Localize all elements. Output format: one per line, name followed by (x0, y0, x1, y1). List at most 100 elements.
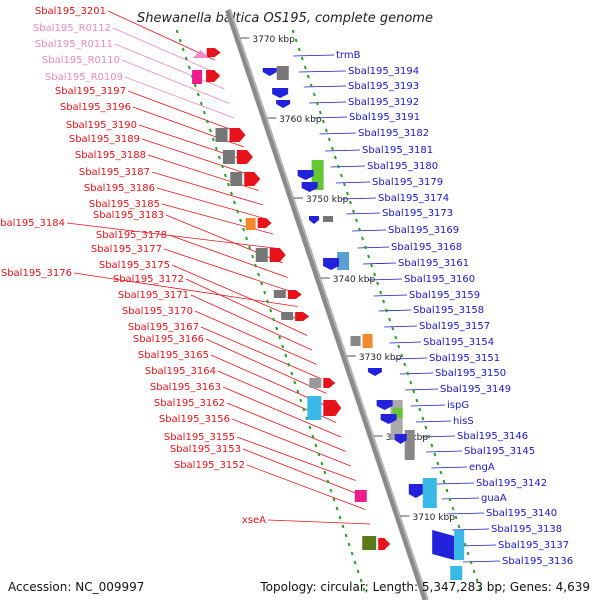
track-dot (202, 110, 206, 115)
gene-feature (323, 258, 340, 270)
track-dot (314, 443, 318, 448)
right-callout (389, 341, 422, 344)
right-callout (357, 246, 390, 249)
right-callout (436, 482, 475, 485)
tick-label: 3770 kbp (252, 35, 295, 45)
gene-feature (229, 128, 246, 142)
left-callout (141, 138, 254, 177)
left-gene-label: Sbal195_3166 (133, 334, 204, 345)
track-dot (339, 173, 343, 178)
gene-feature (276, 100, 291, 108)
track-dot (448, 497, 452, 502)
gene-feature (276, 66, 289, 80)
right-gene-label: Sbal195_3146 (457, 431, 528, 442)
track-dot (294, 38, 298, 43)
right-callout (346, 212, 381, 215)
right-gene-label: Sbal195_3159 (409, 290, 480, 301)
right-gene-label: Sbal195_3173 (382, 208, 453, 219)
track-dot (291, 29, 295, 34)
track-dot (343, 182, 346, 187)
track-dot (433, 452, 437, 457)
track-dot (260, 281, 264, 286)
left-gene-label: Sbal195_R0111 (35, 39, 113, 50)
track-dot (217, 155, 221, 160)
left-gene-label: Sbal195_R0112 (33, 23, 111, 34)
gene-feature (206, 70, 221, 82)
track-dot (349, 200, 352, 205)
left-callout (124, 76, 235, 119)
gene-feature (301, 182, 318, 192)
right-callout (452, 528, 490, 531)
right-gene-label: Sbal195_3194 (348, 66, 419, 77)
track-dot (245, 236, 248, 241)
gene-feature (323, 216, 334, 222)
left-callout (200, 326, 322, 380)
track-dot (397, 344, 401, 349)
gene-feature (354, 490, 367, 502)
right-gene-label: Sbal195_3142 (476, 478, 547, 489)
track-dot (278, 335, 282, 340)
track-dot (214, 146, 218, 151)
gene-feature (295, 312, 310, 321)
left-gene-label: Sbal195_3162 (154, 398, 225, 409)
track-dot (333, 155, 337, 160)
left-gene-label: Sbal195_3153 (170, 444, 241, 455)
right-gene-label: Sbal195_3145 (464, 446, 535, 457)
right-callout (405, 388, 439, 391)
left-callout (112, 27, 220, 75)
right-callout (363, 262, 397, 265)
gene-feature (378, 538, 391, 550)
tick-label: 3710 kbp (413, 513, 456, 523)
track-dot (175, 29, 179, 34)
gene-feature (230, 172, 243, 186)
genome-summary-text: Topology: circular; Length: 5,347,283 bp… (260, 580, 590, 594)
track-dot (361, 236, 364, 241)
gene-feature (376, 400, 393, 410)
track-dot (359, 578, 363, 583)
gene-feature (394, 434, 407, 444)
right-gene-label: Sbal195_3158 (413, 305, 484, 316)
right-gene-label: hisS (453, 416, 474, 427)
track-dot (242, 227, 245, 232)
track-dot (332, 497, 336, 502)
track-dot (254, 263, 258, 268)
right-gene-label: Sbal195_3154 (423, 337, 494, 348)
gene-feature (337, 252, 350, 270)
left-gene-label: Sbal195_3171 (118, 290, 189, 301)
track-dot (421, 416, 425, 421)
left-callout (185, 278, 308, 336)
right-callout (330, 165, 366, 168)
right-callout (421, 435, 456, 438)
genome-backbone (175, 9, 482, 600)
tick-label: 3750 kbp (306, 195, 349, 205)
track-dot (293, 380, 297, 385)
track-dot (436, 461, 440, 466)
label-callouts (66, 10, 501, 563)
track-dot (341, 524, 345, 529)
left-callout (236, 436, 356, 481)
track-dot (385, 308, 389, 313)
track-dot (362, 587, 366, 592)
track-dot (248, 245, 252, 250)
left-gene-label: Sbal195_3196 (60, 102, 131, 113)
right-gene-label: Sbal195_3149 (440, 384, 511, 395)
track-dot (391, 326, 395, 331)
track-dot (300, 56, 304, 61)
left-gene-label: Sbal195_3156 (159, 414, 230, 425)
gene-feature (454, 530, 465, 560)
left-callout (161, 203, 274, 235)
right-gene-label: Sbal195_3138 (491, 524, 562, 535)
track-dot (269, 308, 273, 313)
track-dot (394, 335, 398, 340)
right-gene-label: Sbal195_3193 (348, 81, 419, 92)
right-gene-labels: trmBSbal195_3194Sbal195_3193Sbal195_3192… (336, 50, 573, 567)
track-dot (315, 101, 319, 106)
track-dot (409, 380, 413, 385)
gene-feature (273, 290, 286, 298)
track-dot (329, 488, 333, 493)
track-dot (220, 164, 224, 169)
track-dot (457, 524, 461, 529)
track-dot (406, 371, 410, 376)
right-callout (303, 85, 347, 88)
track-dot (469, 560, 473, 565)
